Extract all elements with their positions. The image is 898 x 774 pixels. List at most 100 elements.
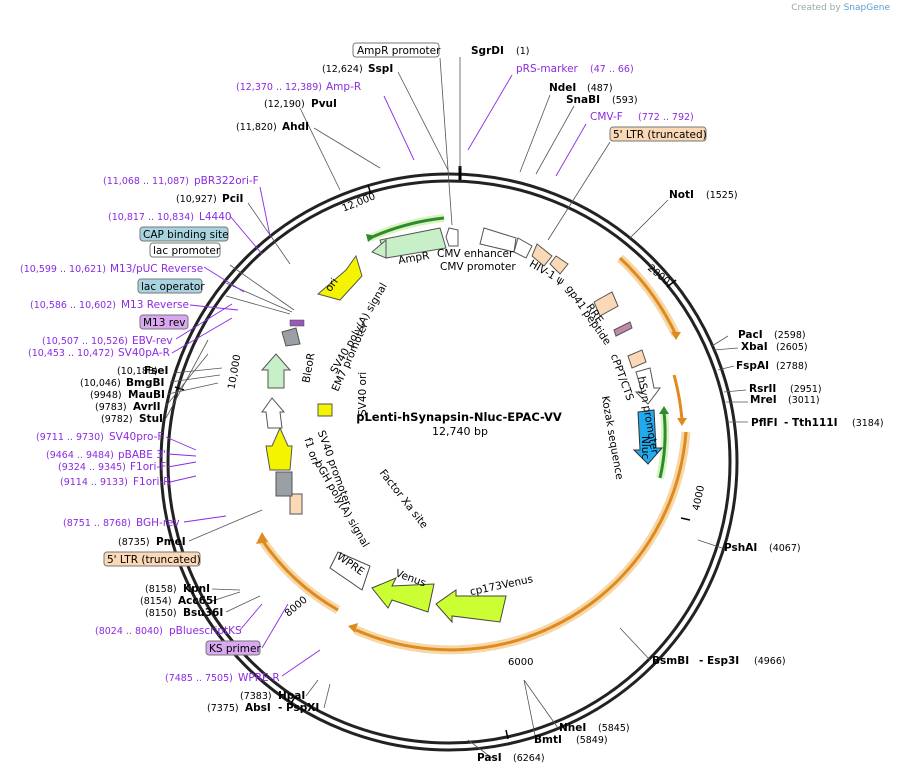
site-fsei: FseI bbox=[144, 365, 168, 377]
primer-f1ori-f-pos: (9324 .. 9345) bbox=[58, 462, 126, 473]
sv40-ori-shape bbox=[317, 403, 333, 417]
site-kpni: KpnI bbox=[183, 583, 210, 595]
site-ndei: NdeI bbox=[549, 82, 576, 94]
primer-ebv-rev: EBV-rev bbox=[132, 335, 173, 347]
primer-pbabe3: pBABE 3' bbox=[118, 449, 166, 461]
site-bmgbi-pos: (10,046) bbox=[80, 378, 121, 389]
orange-arc-4-head bbox=[256, 532, 268, 544]
site-ahdi: AhdI bbox=[282, 121, 309, 133]
ampr-label: AmpR bbox=[397, 250, 430, 267]
site-bsmbi-pos: (4966) bbox=[754, 656, 786, 667]
site-kpni-pos: (8158) bbox=[145, 584, 177, 595]
box-ltr-top-label: 5' LTR (truncated) bbox=[613, 129, 707, 141]
primer-bgh-rev-pos: (8751 .. 8768) bbox=[63, 518, 131, 529]
sv40-promoter-arrow bbox=[261, 397, 286, 429]
primer-callouts bbox=[165, 74, 587, 677]
sv40-polya-shape bbox=[281, 327, 301, 347]
box-ltr-top bbox=[609, 126, 707, 142]
site-pmei-pos: (8735) bbox=[118, 537, 150, 548]
site-bsu36i-pos: (8150) bbox=[145, 608, 177, 619]
site-stui: StuI bbox=[139, 413, 163, 425]
primer-pbr322ori-f-pos: (11,068 .. 11,087) bbox=[103, 176, 189, 187]
site-acc65i-pos: (8154) bbox=[140, 596, 172, 607]
site-avrii-pos: (9783) bbox=[95, 402, 127, 413]
green-arc-2-head bbox=[659, 406, 669, 414]
site-bmti-pos: (5849) bbox=[576, 735, 608, 746]
orange-arc-1-head bbox=[671, 332, 681, 340]
site-fspai-pos: (2788) bbox=[776, 361, 808, 372]
site-nhei-pos: (5845) bbox=[598, 723, 630, 734]
orange-arc-1 bbox=[618, 256, 678, 336]
site-xbai-pos: (2605) bbox=[776, 342, 808, 353]
primer-pbluescriptks-pos: (8024 .. 8040) bbox=[95, 626, 163, 637]
site-stui-pos: (9782) bbox=[101, 414, 133, 425]
green-arc-1-head bbox=[366, 234, 376, 242]
site-pshai-pos: (4067) bbox=[769, 543, 801, 554]
kozak-label: Kozak sequence bbox=[599, 395, 626, 481]
site-fsei-pos: (10,188) bbox=[117, 366, 158, 377]
primer-pbr322ori-f: pBR322ori-F bbox=[194, 175, 259, 187]
site-pcii-pos: (10,927) bbox=[176, 194, 217, 205]
site-xbai: XbaI bbox=[741, 341, 768, 353]
site-bsmbi: BsmBI bbox=[652, 655, 689, 667]
site-avrii: AvrII bbox=[133, 401, 161, 413]
bleor-arrow bbox=[260, 353, 292, 389]
cmv-promoter-label: CMV promoter bbox=[440, 261, 516, 273]
box-lac-promoter bbox=[149, 242, 221, 258]
ltr-shape bbox=[531, 243, 553, 267]
venus-arrow bbox=[371, 577, 435, 613]
wpre-shape bbox=[329, 551, 371, 591]
f1-ori-arrow bbox=[265, 426, 293, 471]
primer-pbabe3-pos: (9464 .. 9484) bbox=[46, 450, 114, 461]
site-ahdi-pos: (11,820) bbox=[236, 122, 277, 133]
snapgene-logo: SnapGene bbox=[843, 3, 890, 13]
site-noti-pos: (1525) bbox=[706, 190, 738, 201]
tick-label-10000: 10,000 bbox=[227, 354, 244, 390]
orange-arc-glow-3 bbox=[354, 431, 691, 655]
site-tth111i: - Tth111I bbox=[784, 417, 838, 429]
primer-prs-marker-pos: (47 .. 66) bbox=[590, 64, 634, 75]
primer-prs-marker: pRS-marker bbox=[516, 63, 579, 75]
primer-bgh-rev: BGH-rev bbox=[136, 517, 180, 529]
rre-shape bbox=[593, 291, 619, 317]
cp173venus-label: cp173Venus bbox=[469, 573, 534, 598]
callout-lines bbox=[165, 57, 748, 759]
box-ks-primer-label: KS primer bbox=[209, 643, 261, 655]
cp173venus-arrow bbox=[435, 589, 507, 624]
primer-cluster-marker bbox=[289, 319, 305, 327]
factor-xa-label: Factor Xa site bbox=[377, 467, 430, 531]
site-maubi: MauBI bbox=[128, 389, 165, 401]
primer-f1ori-r: F1ori-R bbox=[133, 476, 170, 488]
primer-sv40pa-r: SV40pA-R bbox=[118, 347, 170, 359]
hiv-psi-shape bbox=[549, 255, 569, 275]
primer-ampr-pos: (12,370 .. 12,389) bbox=[236, 82, 322, 93]
primer-m13puc-pos: (10,599 .. 10,621) bbox=[20, 264, 106, 275]
site-pvui-pos: (12,190) bbox=[264, 99, 305, 110]
site-absi: AbsI bbox=[245, 702, 271, 714]
orange-arc-2 bbox=[672, 374, 684, 421]
primer-m13rev-pos: (10,586 .. 10,602) bbox=[30, 300, 116, 311]
box-ltr-bottom bbox=[103, 551, 201, 567]
nluc-arrow bbox=[632, 409, 664, 465]
box-ltr-bottom-label: 5' LTR (truncated) bbox=[107, 554, 201, 566]
box-lac-promoter-label: lac promoter bbox=[153, 245, 221, 257]
site-sgrdi-pos: (1) bbox=[516, 46, 529, 57]
primer-wpre-r: WPRE-R bbox=[238, 672, 280, 684]
ampr-arrow-head bbox=[371, 238, 387, 259]
site-sspi: SspI bbox=[368, 63, 393, 75]
site-paci: PacI bbox=[738, 329, 763, 341]
cppt-shape bbox=[627, 349, 647, 369]
site-pasi: PasI bbox=[477, 752, 502, 764]
site-esp3i: - Esp3I bbox=[699, 655, 739, 667]
tick-label-8000: 8000 bbox=[283, 595, 310, 620]
primer-f1ori-f: F1ori-F bbox=[130, 461, 166, 473]
primer-m13puc: M13/pUC Reverse bbox=[110, 263, 203, 275]
hsyn-promoter-arrow bbox=[634, 367, 661, 405]
snapgene-credit: Created by SnapGene bbox=[791, 3, 890, 13]
site-bmti: BmtI bbox=[534, 734, 562, 746]
primer-ampr: Amp-R bbox=[326, 81, 361, 93]
primer-wpre-r-pos: (7485 .. 7505) bbox=[165, 673, 233, 684]
primer-l4440-pos: (10,817 .. 10,834) bbox=[108, 212, 194, 223]
cmv-promoter-shape bbox=[513, 237, 533, 259]
